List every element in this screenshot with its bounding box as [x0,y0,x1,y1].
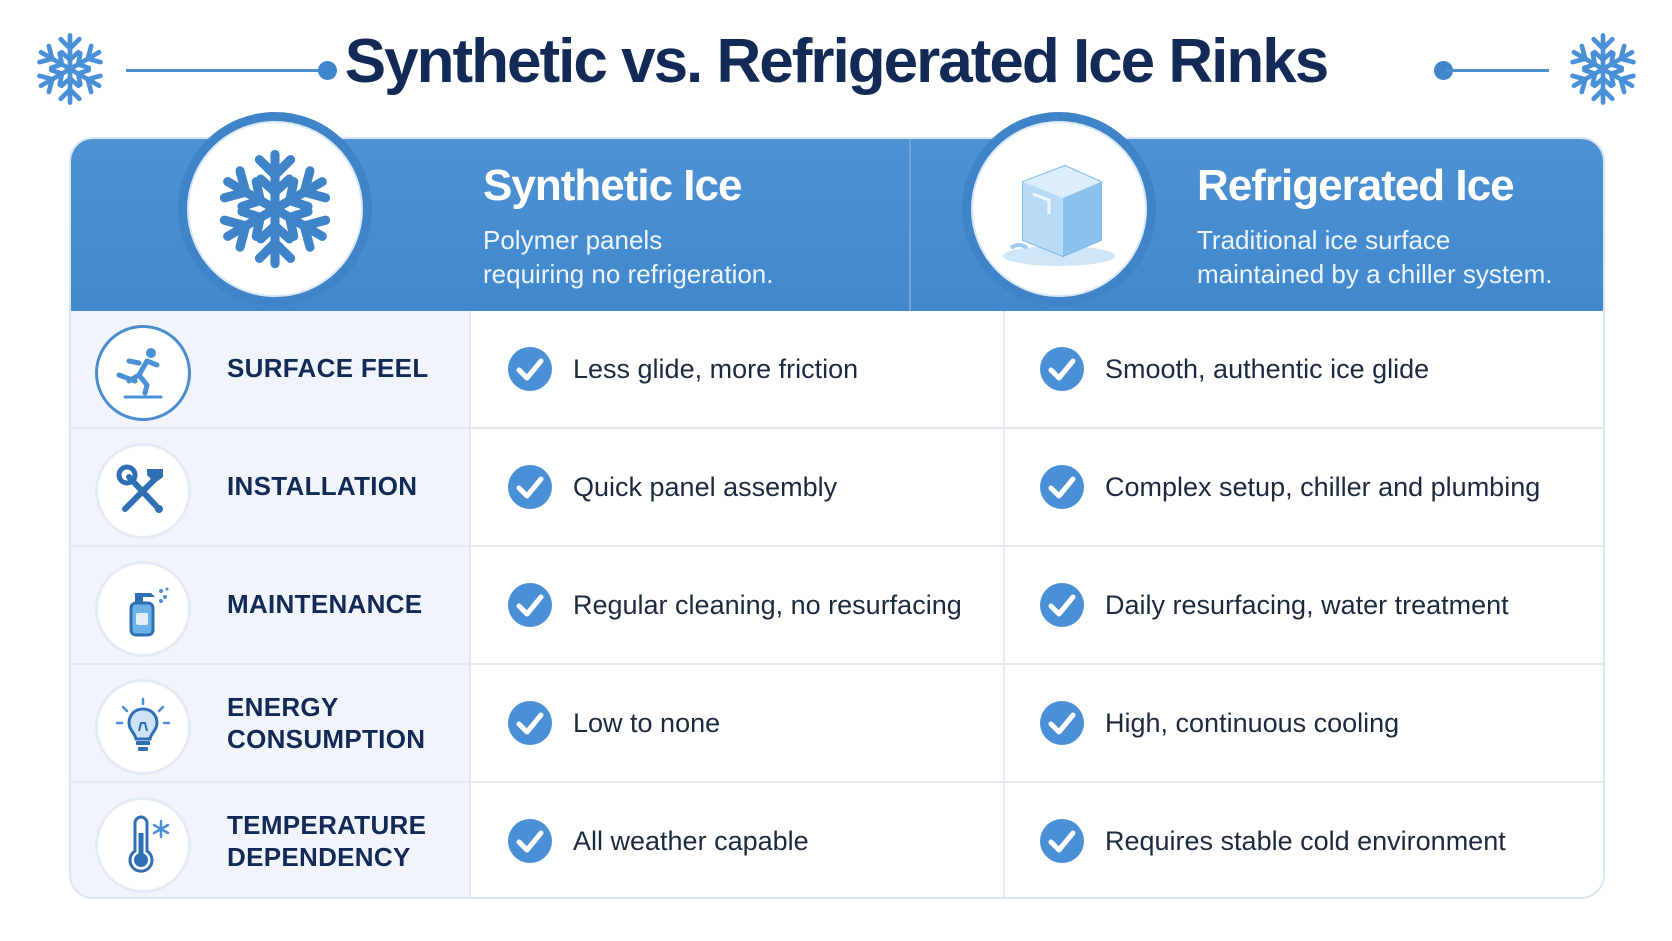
row-divider [71,545,1603,547]
check-icon [508,347,552,391]
cell-text: Requires stable cold environment [1105,825,1506,856]
row-label: ENERGY CONSUMPTION [227,691,425,755]
decorative-line [126,69,326,72]
refrigerated-cell: High, continuous cooling [1039,665,1599,781]
check-icon [508,701,552,745]
row-label: TEMPERATURE DEPENDENCY [227,809,426,873]
table-row: ENERGY CONSUMPTION Low to none High, con… [71,665,1603,781]
lightbulb-icon [95,679,191,775]
decorative-line [1446,69,1549,72]
synthetic-cell: Regular cleaning, no resurfacing [507,547,987,663]
spray-bottle-icon [95,561,191,657]
thermometer-icon [95,797,191,893]
refrigerated-cell: Smooth, authentic ice glide [1039,311,1599,427]
refrigerated-description-line: Traditional ice surface [1197,225,1451,255]
row-label: SURFACE FEEL [227,352,429,384]
title-row: Synthetic vs. Refrigerated Ice Rinks [0,0,1672,135]
decorative-dot [318,61,337,80]
column-divider [1003,311,1005,897]
refrigerated-badge [962,112,1156,306]
check-icon [1040,465,1084,509]
cell-text: Daily resurfacing, water treatment [1105,589,1509,620]
cell-text: Less glide, more friction [573,353,859,384]
table-row: INSTALLATION Quick panel assembly Comple… [71,429,1603,545]
snowflake-icon [37,33,103,105]
table-row: TEMPERATURE DEPENDENCY All weather capab… [71,783,1603,897]
check-icon [508,819,552,863]
cell-text: High, continuous cooling [1105,707,1400,738]
snowflake-icon [1570,33,1636,105]
row-label-line: DEPENDENCY [227,842,411,872]
cell-text: Smooth, authentic ice glide [1105,353,1430,384]
skater-icon [95,325,191,421]
table-row: MAINTENANCE Regular cleaning, no resurfa… [71,547,1603,663]
refrigerated-title: Refrigerated Ice [1197,161,1515,210]
cell-text: Complex setup, chiller and plumbing [1105,471,1541,502]
table-row: SURFACE FEEL Less glide, more friction S… [71,311,1603,427]
page-title: Synthetic vs. Refrigerated Ice Rinks [344,27,1329,96]
decorative-dot [1434,61,1453,80]
synthetic-description: Polymer panels requiring no refrigeratio… [483,223,903,291]
synthetic-title: Synthetic Ice [483,161,742,210]
synthetic-cell: Quick panel assembly [507,429,987,545]
row-divider [71,781,1603,783]
row-label: INSTALLATION [227,470,417,502]
check-icon [1040,347,1084,391]
ice-cube-icon [1003,164,1115,266]
comparison-table: Synthetic Ice Polymer panels requiring n… [69,137,1605,899]
row-label-line: TEMPERATURE [227,810,427,840]
cell-text: All weather capable [573,825,809,856]
row-label-line: MAINTENANCE [227,589,423,619]
check-icon [1040,819,1084,863]
check-icon [508,583,552,627]
snowflake-icon [219,149,331,269]
cell-text: Regular cleaning, no resurfacing [573,589,962,620]
refrigerated-description-line: maintained by a chiller system. [1197,259,1553,289]
synthetic-description-line: Polymer panels [483,225,663,255]
refrigerated-description: Traditional ice surface maintained by a … [1197,223,1603,291]
synthetic-cell: All weather capable [507,783,987,897]
row-label-line: CONSUMPTION [227,724,426,754]
refrigerated-cell: Requires stable cold environment [1039,783,1599,897]
row-label-line: ENERGY [227,692,339,722]
refrigerated-cell: Complex setup, chiller and plumbing [1039,429,1599,545]
synthetic-description-line: requiring no refrigeration. [483,259,774,289]
synthetic-cell: Low to none [507,665,987,781]
row-label: MAINTENANCE [227,588,422,620]
row-divider [71,427,1603,429]
synthetic-badge [178,112,372,306]
synthetic-cell: Less glide, more friction [507,311,987,427]
refrigerated-cell: Daily resurfacing, water treatment [1039,547,1599,663]
check-icon [1040,583,1084,627]
cell-text: Low to none [573,707,721,738]
row-label-line: SURFACE FEEL [227,353,429,383]
row-label-line: INSTALLATION [227,471,418,501]
check-icon [508,465,552,509]
check-icon [1040,701,1084,745]
synthetic-column-header: Synthetic Ice Polymer panels requiring n… [483,139,903,311]
tools-icon [95,443,191,539]
header-divider [909,139,911,311]
cell-text: Quick panel assembly [573,471,838,502]
row-divider [71,663,1603,665]
refrigerated-column-header: Refrigerated Ice Traditional ice surface… [1197,139,1603,311]
